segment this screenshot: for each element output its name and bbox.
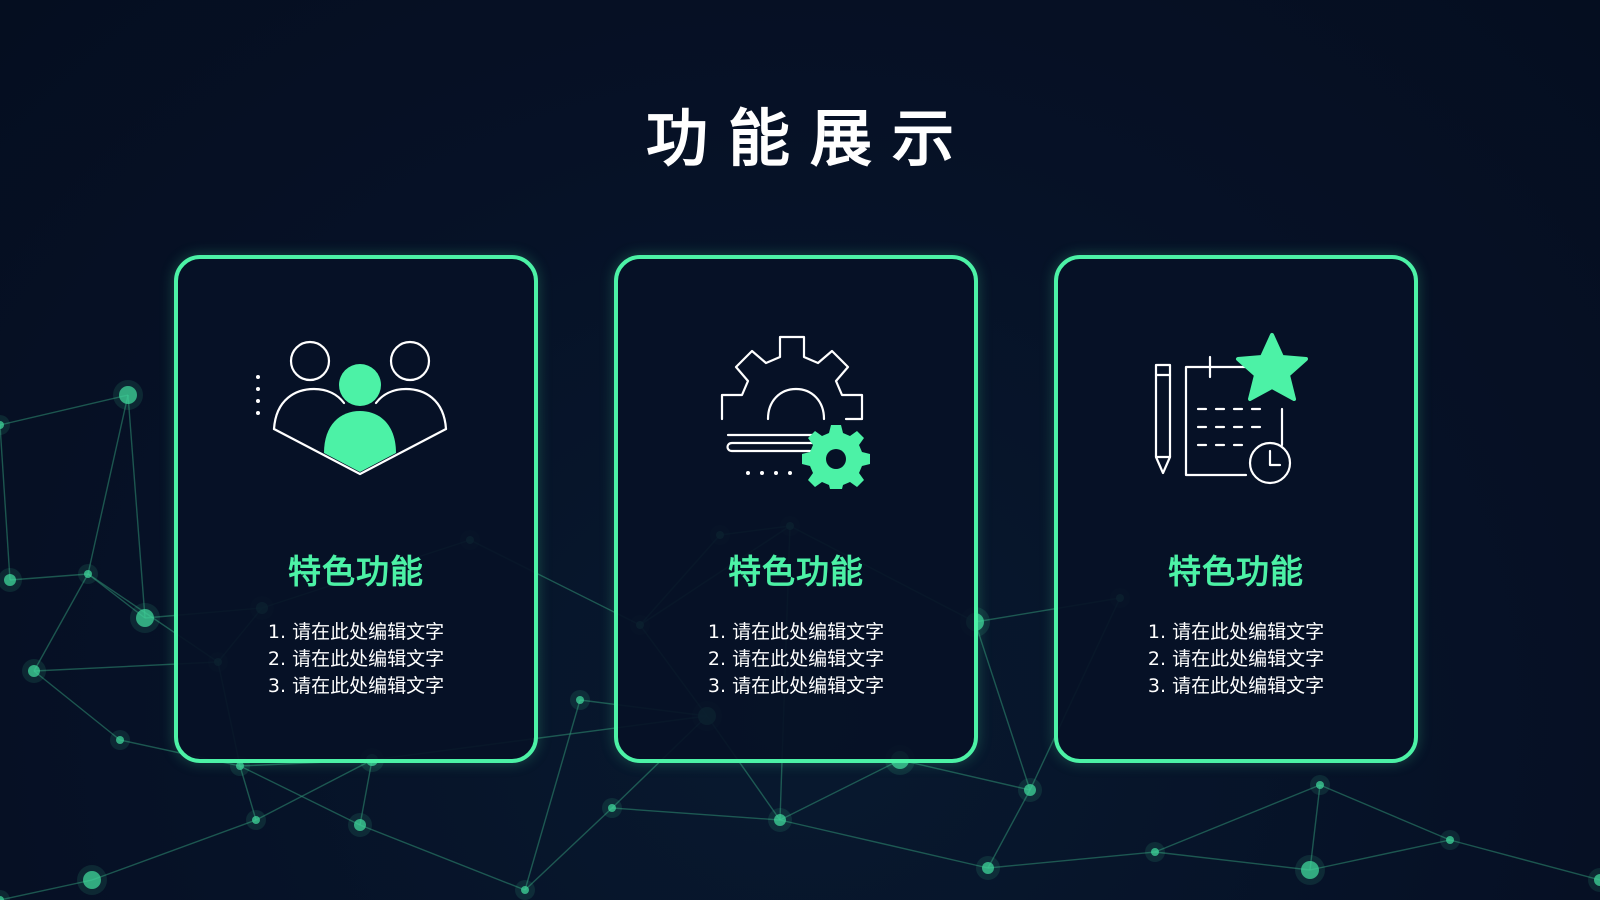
network-line xyxy=(239,765,257,821)
network-line xyxy=(255,759,373,821)
network-line xyxy=(0,879,93,900)
feature-card-3: 特色功能 1. 请在此处编辑文字 2. 请在此处编辑文字 3. 请在此处编辑文字 xyxy=(1054,255,1418,763)
network-node xyxy=(0,421,4,429)
list-item: 1. 请在此处编辑文字 xyxy=(1147,621,1325,643)
network-line xyxy=(0,424,11,581)
network-line xyxy=(239,765,361,826)
network-node xyxy=(1151,848,1159,856)
network-line xyxy=(974,621,1031,791)
network-line xyxy=(87,573,146,619)
card-list: 1. 请在此处编辑文字 2. 请在此处编辑文字 3. 请在此处编辑文字 xyxy=(618,619,974,700)
card-heading: 特色功能 xyxy=(288,552,424,591)
network-node xyxy=(28,665,40,677)
network-line xyxy=(611,807,781,821)
network-node xyxy=(1316,781,1324,789)
card-list: 1. 请在此处编辑文字 2. 请在此处编辑文字 3. 请在此处编辑文字 xyxy=(1058,619,1414,700)
network-line xyxy=(127,394,146,619)
network-node xyxy=(119,386,137,404)
network-line xyxy=(33,573,89,672)
network-line xyxy=(0,394,129,426)
network-line xyxy=(1154,784,1321,853)
list-item: 1. 请在此处编辑文字 xyxy=(707,621,885,643)
network-node xyxy=(354,819,366,831)
network-node xyxy=(83,871,101,889)
network-line xyxy=(779,819,989,869)
list-item: 3. 请在此处编辑文字 xyxy=(1147,675,1325,697)
network-node xyxy=(1024,784,1036,796)
network-node xyxy=(982,862,994,874)
network-line xyxy=(1309,839,1451,871)
network-node-glow xyxy=(0,415,10,435)
network-line xyxy=(1309,784,1321,871)
network-line xyxy=(359,759,373,826)
network-node xyxy=(136,609,154,627)
list-item: 1. 请在此处编辑文字 xyxy=(267,621,445,643)
network-line xyxy=(899,759,1031,791)
card-heading: 特色功能 xyxy=(728,552,864,591)
network-node xyxy=(4,574,16,586)
page-title: 功能展示 xyxy=(645,102,974,175)
network-line xyxy=(9,573,89,581)
feature-card-2: 特色功能 1. 请在此处编辑文字 2. 请在此处编辑文字 3. 请在此处编辑文字 xyxy=(614,255,978,763)
network-line xyxy=(779,759,901,821)
gear-settings-icon xyxy=(720,335,870,489)
network-line xyxy=(359,824,526,891)
network-line xyxy=(87,394,129,575)
network-node xyxy=(1301,861,1319,879)
network-line xyxy=(1449,839,1600,881)
schedule-star-icon xyxy=(1154,333,1308,485)
network-line xyxy=(1319,784,1451,841)
list-item: 2. 请在此处编辑文字 xyxy=(1147,648,1325,670)
network-line xyxy=(91,819,257,881)
network-node xyxy=(252,816,260,824)
network-node xyxy=(84,570,92,578)
network-node xyxy=(1446,836,1454,844)
team-icon xyxy=(256,340,448,476)
network-node xyxy=(1594,874,1600,886)
list-item: 3. 请在此处编辑文字 xyxy=(267,675,445,697)
network-line xyxy=(987,789,1031,869)
list-item: 2. 请在此处编辑文字 xyxy=(267,648,445,670)
network-node xyxy=(236,762,244,770)
network-node xyxy=(521,886,529,894)
network-node xyxy=(608,804,616,812)
network-node xyxy=(774,814,786,826)
feature-card-1: 特色功能 1. 请在此处编辑文字 2. 请在此处编辑文字 3. 请在此处编辑文字 xyxy=(174,255,538,763)
list-item: 3. 请在此处编辑文字 xyxy=(707,675,885,697)
card-heading: 特色功能 xyxy=(1168,552,1304,591)
list-item: 2. 请在此处编辑文字 xyxy=(707,648,885,670)
network-node xyxy=(116,736,124,744)
network-node xyxy=(0,896,4,900)
network-line xyxy=(524,699,581,891)
network-line xyxy=(987,851,1156,869)
network-line xyxy=(33,670,121,741)
network-node xyxy=(576,696,584,704)
network-line xyxy=(1154,851,1311,871)
card-list: 1. 请在此处编辑文字 2. 请在此处编辑文字 3. 请在此处编辑文字 xyxy=(178,619,534,700)
network-line xyxy=(524,807,613,891)
